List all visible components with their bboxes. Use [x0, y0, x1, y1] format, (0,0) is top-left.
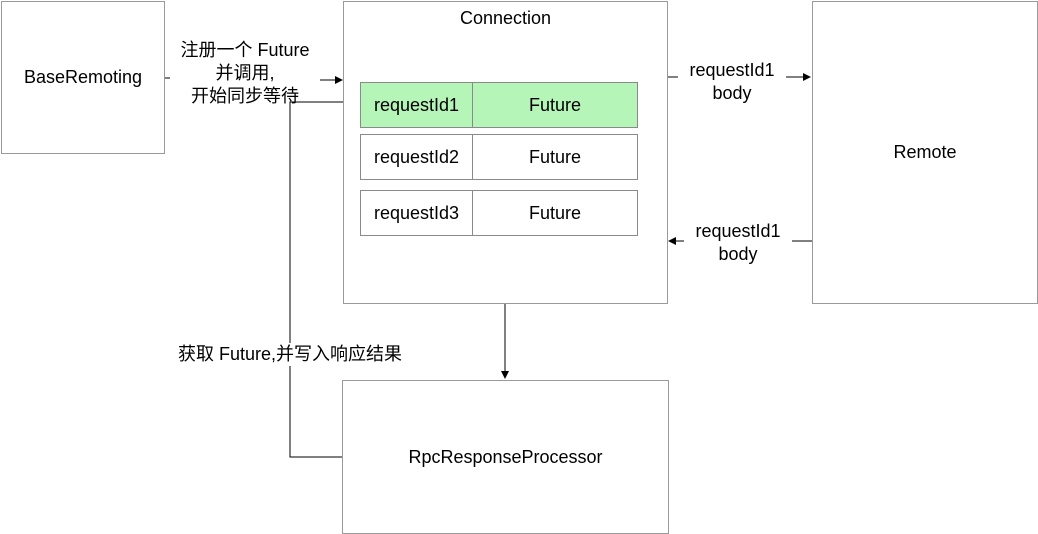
- request-out-note-line-2: body: [712, 83, 752, 103]
- edge-processor-to-future: [289, 98, 360, 458]
- table-row-1-future: Future: [472, 82, 638, 128]
- register-future-note-line-1: 注册一个 Future: [180, 40, 310, 60]
- register-future-note: 注册一个 Future 并调用, 开始同步等待: [170, 39, 320, 108]
- remote-label: Remote: [893, 142, 957, 162]
- remote-node: [812, 1, 1038, 304]
- response-in-note-line-2: body: [718, 244, 758, 264]
- response-in-note: requestId1 body: [684, 220, 792, 266]
- connection-label: Connection: [459, 7, 552, 28]
- register-future-note-line-3: 开始同步等待: [191, 86, 299, 106]
- fetch-future-note: 获取 Future,并写入响应结果: [150, 343, 430, 366]
- base-remoting-label: BaseRemoting: [23, 67, 143, 87]
- base-remoting-node: [1, 1, 165, 154]
- request-out-note-line-1: requestId1: [689, 60, 775, 80]
- register-future-note-line-2: 并调用,: [215, 63, 275, 83]
- response-in-note-line-1: requestId1: [695, 221, 781, 241]
- request-out-note: requestId1 body: [678, 59, 786, 105]
- table-row-2-id: requestId2: [360, 134, 473, 180]
- rpc-response-processor-label: RpcResponseProcessor: [408, 446, 603, 467]
- table-row-3-id: requestId3: [360, 190, 473, 236]
- table-row-2-future: Future: [472, 134, 638, 180]
- table-row-1-id: requestId1: [360, 82, 473, 128]
- rpc-response-processor-node: [342, 380, 669, 534]
- table-row-3-future: Future: [472, 190, 638, 236]
